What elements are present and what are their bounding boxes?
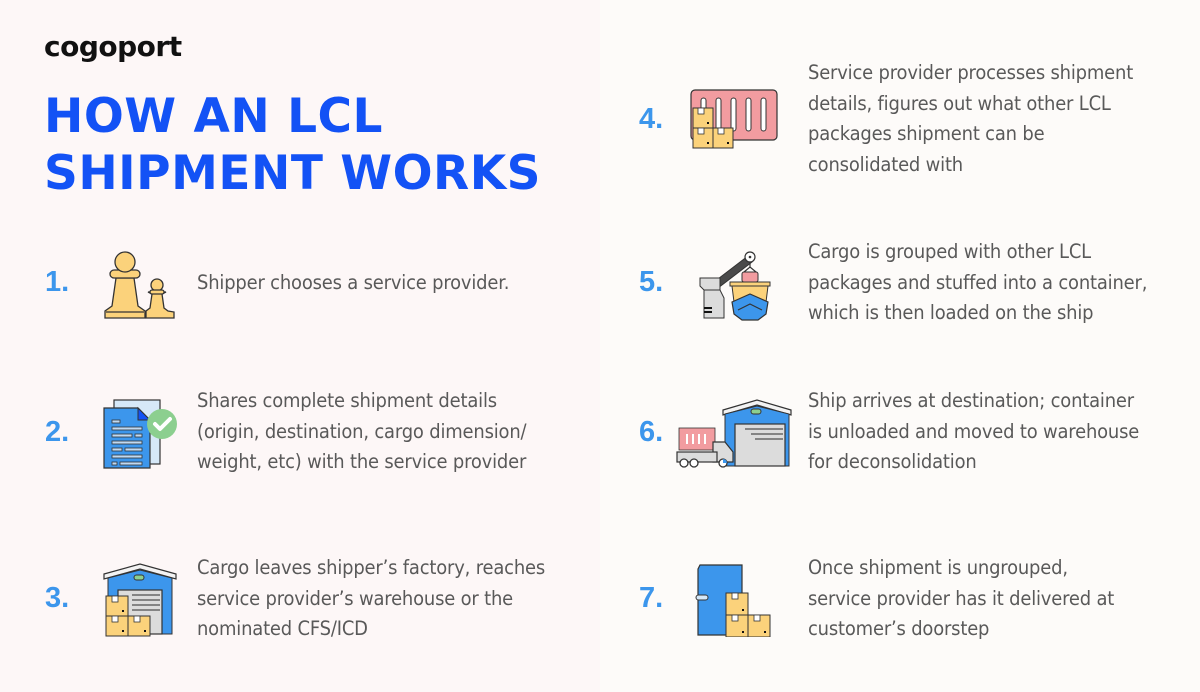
step-description: Cargo leaves shipper’s factory, reaches … — [197, 556, 546, 640]
step-description: Service provider processes shipment deta… — [808, 61, 1134, 176]
page-title: HOW AN LCL SHIPMENT WORKS — [44, 88, 564, 202]
step-number: 5. — [639, 266, 664, 298]
left-panel-background — [0, 0, 600, 692]
cogoport-logo: cogoport — [44, 30, 182, 63]
step-number: 2. — [45, 416, 70, 448]
step-number: 3. — [45, 582, 70, 614]
step-description: Shipper chooses a service provider. — [197, 271, 510, 294]
title-line-1: HOW AN LCL — [44, 89, 383, 144]
title-line-2: SHIPMENT WORKS — [44, 146, 542, 201]
crane-ship-icon — [698, 246, 774, 327]
step-description: Shares complete shipment details (origin… — [197, 389, 527, 473]
warehouse-boxes-icon — [102, 562, 178, 643]
step-number: 7. — [639, 582, 664, 614]
step-number: 6. — [639, 416, 664, 448]
document-check-icon — [100, 396, 180, 477]
step-description: Cargo is grouped with other LCL packages… — [808, 240, 1148, 324]
chess-pawn-icon — [100, 248, 178, 327]
step-description: Ship arrives at destination; container i… — [808, 389, 1140, 473]
step-number: 4. — [639, 103, 664, 135]
container-boxes-icon — [688, 88, 780, 157]
step-number: 1. — [45, 266, 70, 298]
truck-warehouse-icon — [675, 396, 793, 475]
door-boxes-icon — [692, 563, 776, 642]
step-description: Once shipment is ungrouped, service prov… — [808, 556, 1115, 640]
